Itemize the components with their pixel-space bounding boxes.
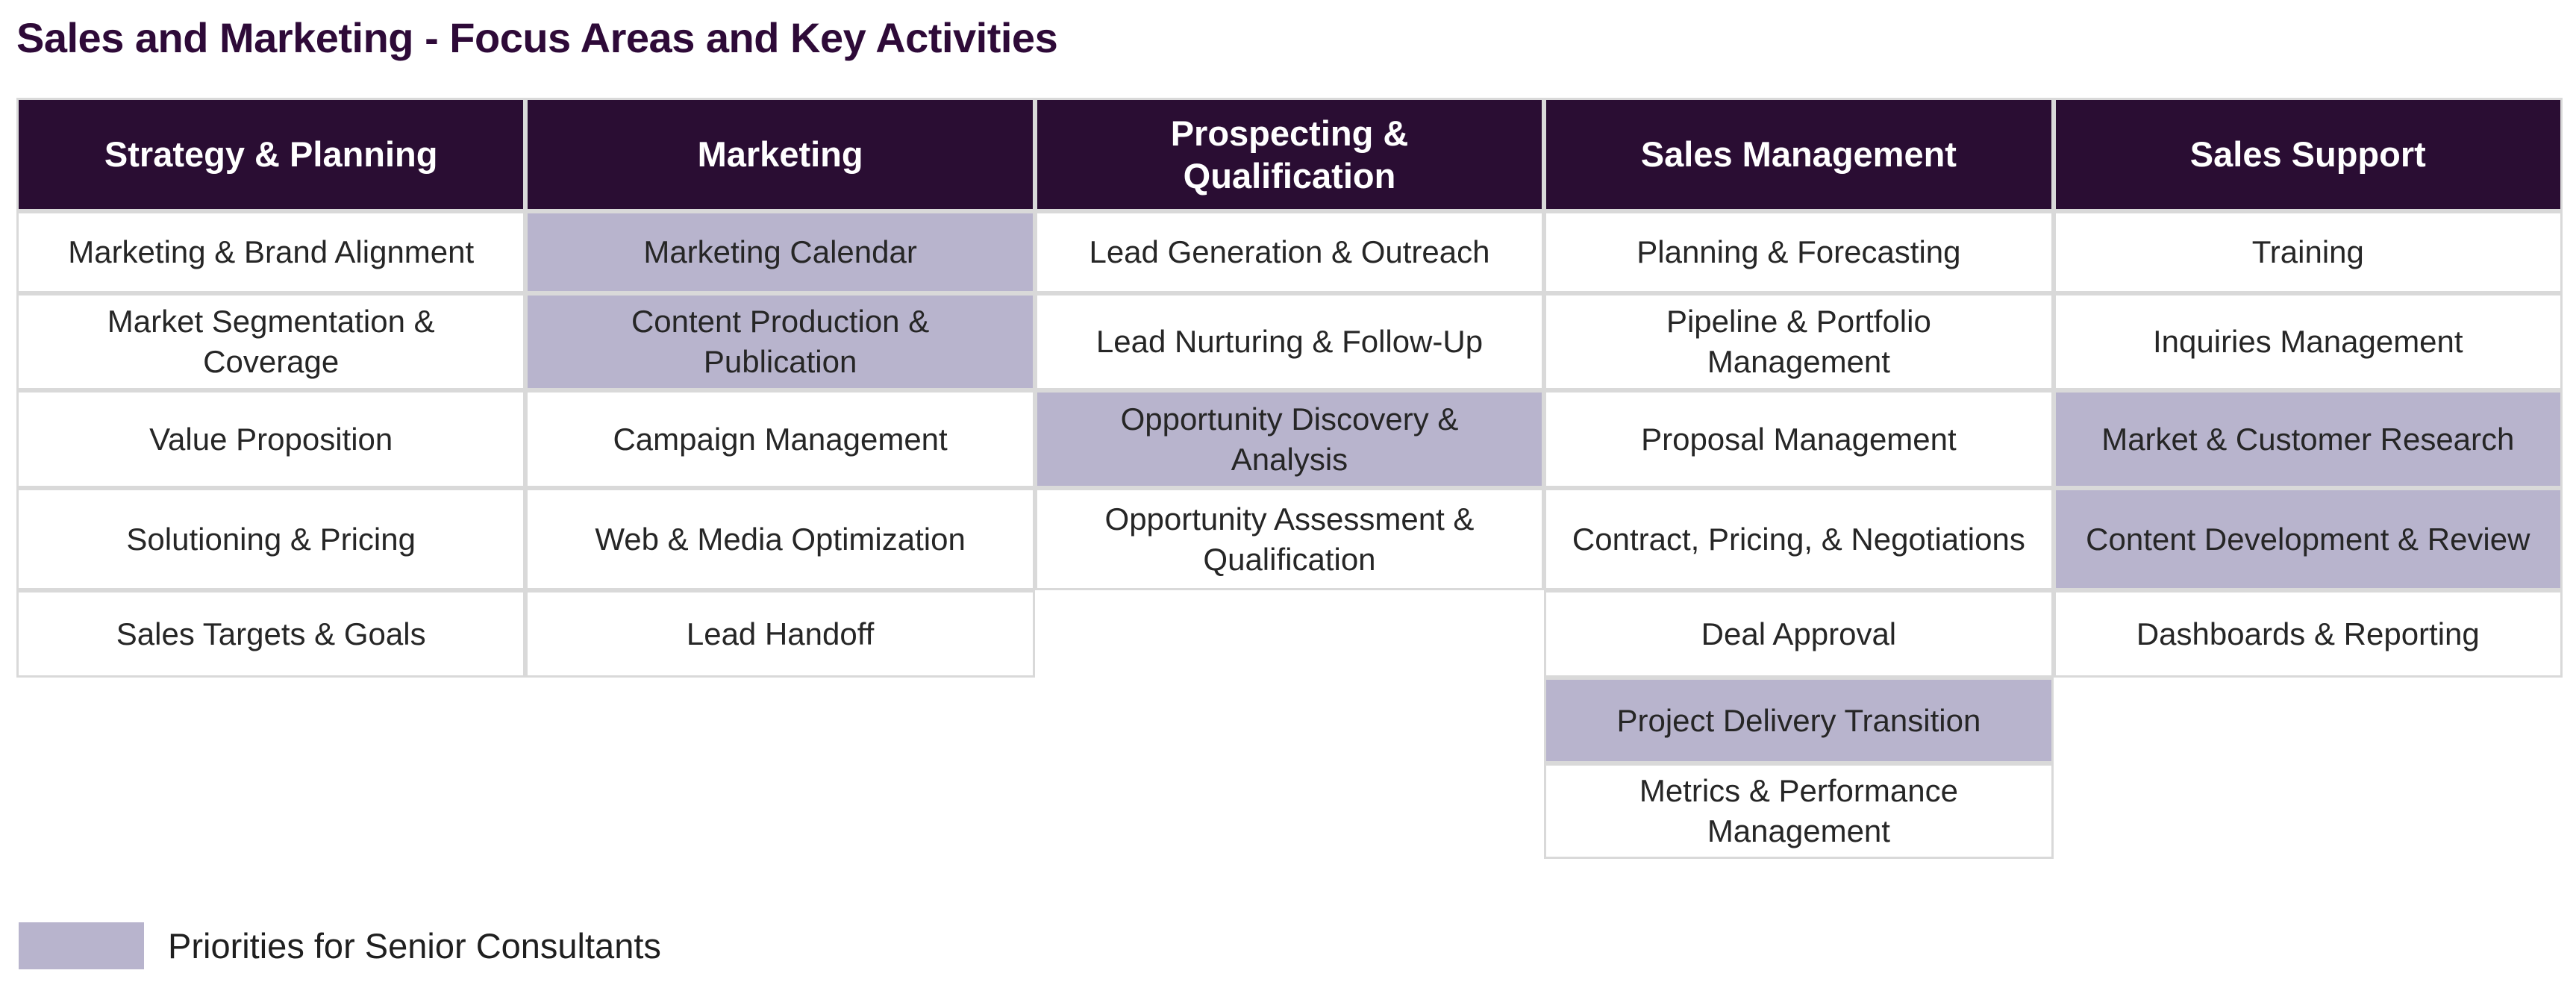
table-cell: Opportunity Discovery & Analysis [1034,390,1545,488]
column-header: Sales Support [2053,98,2563,211]
table-cell: Marketing Calendar [525,211,1035,293]
table-cell: Opportunity Assessment & Qualification [1034,488,1545,590]
table-cell: Project Delivery Transition [1544,678,2054,763]
column-header: Marketing [525,98,1035,211]
table-cell: Sales Targets & Goals [16,590,526,678]
table-cell: Planning & Forecasting [1544,211,2054,293]
legend: Priorities for Senior Consultants [19,922,661,969]
table-cell: Marketing & Brand Alignment [16,211,526,293]
table-cell: Lead Handoff [525,590,1035,678]
table-cell: Metrics & Performance Management [1544,763,2054,859]
table-cell: Lead Nurturing & Follow-Up [1034,293,1545,390]
table-cell: Solutioning & Pricing [16,488,526,590]
table-cell: Inquiries Management [2053,293,2563,390]
column-header: Sales Management [1544,98,2054,211]
table-cell: Dashboards & Reporting [2053,590,2563,678]
column-header: Strategy & Planning [16,98,526,211]
table-cell: Market Segmentation & Coverage [16,293,526,390]
table-cell: Contract, Pricing, & Negotiations [1544,488,2054,590]
table-cell: Value Proposition [16,390,526,488]
table-cell: Proposal Management [1544,390,2054,488]
table-cell: Pipeline & Portfolio Management [1544,293,2054,390]
legend-highlight-swatch [19,922,144,969]
table-cell: Market & Customer Research [2053,390,2563,488]
page-title: Sales and Marketing - Focus Areas and Ke… [16,14,1058,61]
table-cell: Web & Media Optimization [525,488,1035,590]
column-header: Prospecting & Qualification [1034,98,1545,211]
table-cell: Content Development & Review [2053,488,2563,590]
table-cell: Training [2053,211,2563,293]
table-cell: Campaign Management [525,390,1035,488]
table-cell: Lead Generation & Outreach [1034,211,1545,293]
table-cell: Deal Approval [1544,590,2054,678]
legend-label: Priorities for Senior Consultants [168,926,661,966]
table-cell: Content Production & Publication [525,293,1035,390]
